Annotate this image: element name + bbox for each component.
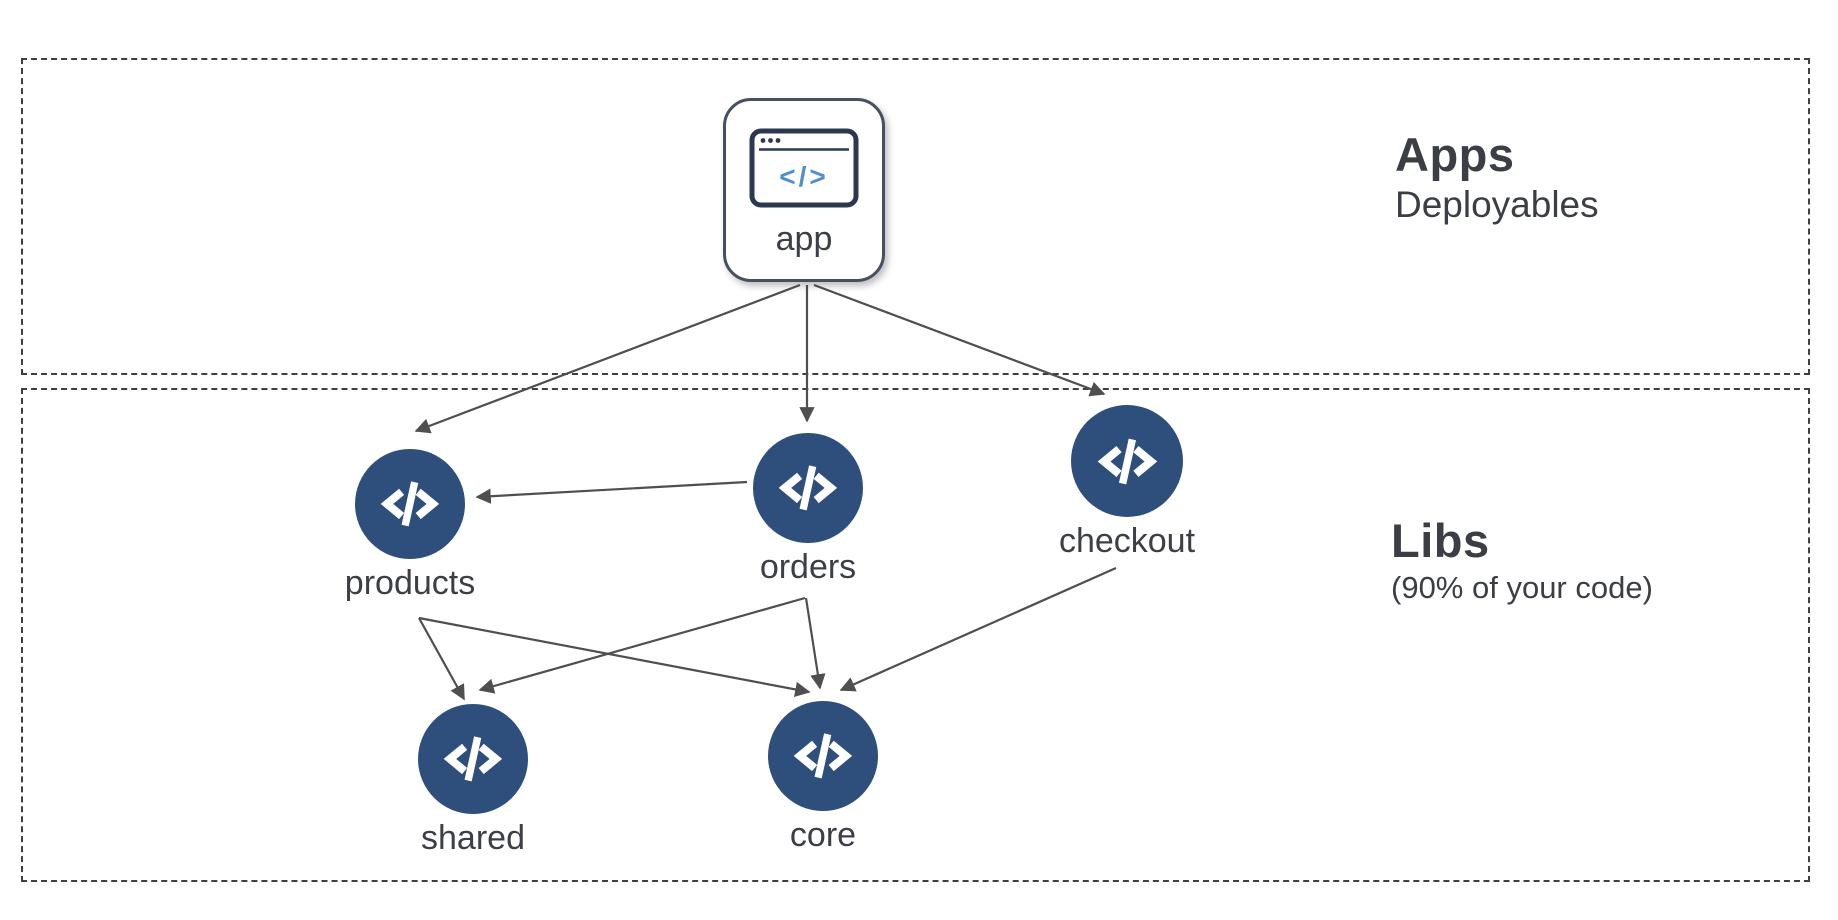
browser-window-icon: </> — [749, 128, 859, 208]
apps-zone-title: Apps — [1395, 128, 1515, 181]
svg-text:</>: </> — [779, 161, 828, 192]
code-icon — [418, 704, 528, 814]
node-label: orders — [759, 548, 857, 586]
node-label: products — [344, 564, 476, 602]
libs-zone-label: Libs (90% of your code) — [1391, 514, 1653, 606]
libs-zone-subtitle: (90% of your code) — [1391, 570, 1653, 606]
node-products: products — [345, 449, 475, 602]
libs-zone-title: Libs — [1391, 514, 1490, 567]
code-icon — [768, 701, 878, 811]
code-icon — [355, 449, 465, 559]
apps-zone-label: Apps Deployables — [1395, 128, 1599, 227]
node-label: app — [775, 220, 833, 258]
code-icon — [753, 433, 863, 543]
node-label: core — [789, 816, 857, 854]
node-label: shared — [421, 819, 525, 857]
node-shared: shared — [418, 704, 528, 857]
code-icon — [1071, 405, 1183, 517]
node-checkout: checkout — [1059, 405, 1195, 560]
node-core: core — [768, 701, 878, 854]
node-orders: orders — [753, 433, 863, 586]
libs-zone-box — [21, 388, 1810, 882]
node-app: </> app — [723, 98, 885, 282]
apps-zone-subtitle: Deployables — [1395, 184, 1599, 226]
node-label: checkout — [1058, 522, 1196, 560]
